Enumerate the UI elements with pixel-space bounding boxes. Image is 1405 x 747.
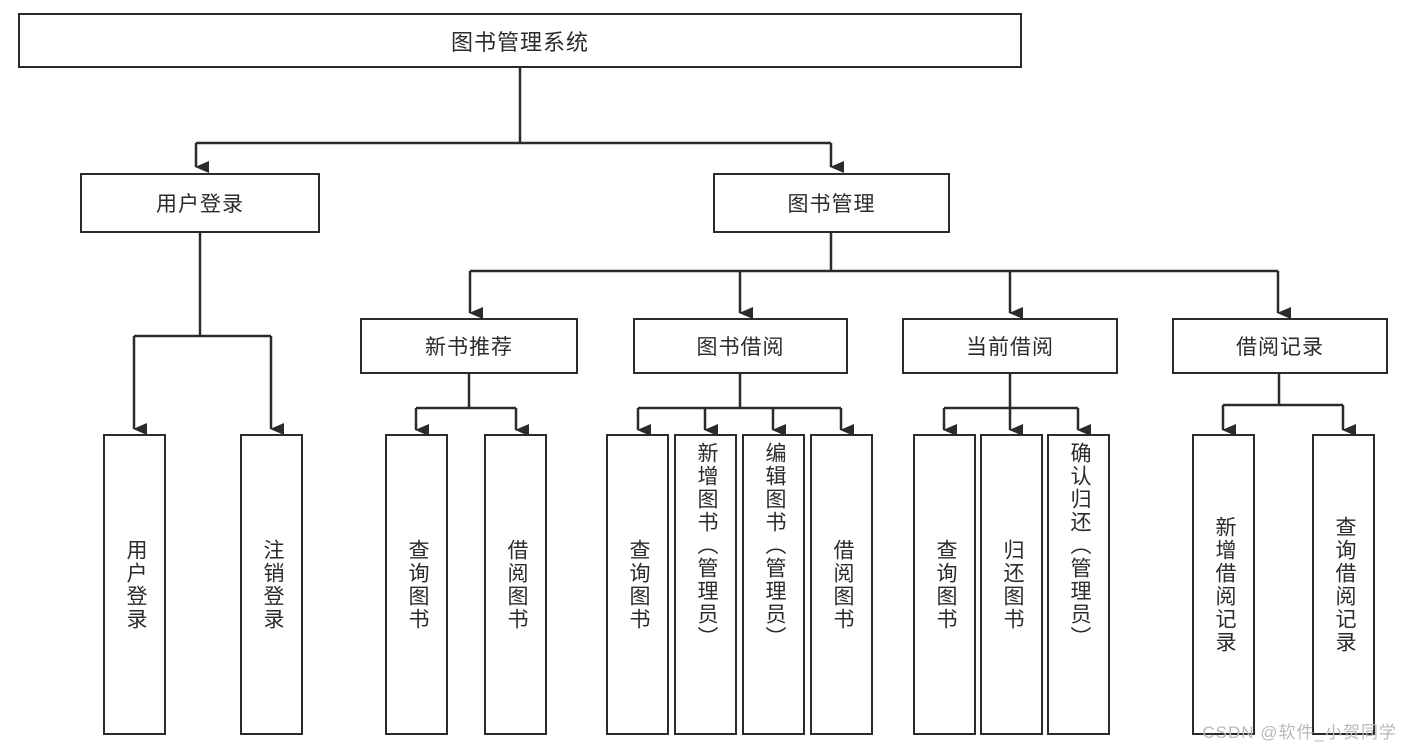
node-borrow-record-label: 借阅记录 xyxy=(1236,336,1324,359)
node-leaf-query-record-label: 查询借阅记录 xyxy=(1332,515,1356,654)
node-book-manage-label: 图书管理 xyxy=(787,193,876,216)
node-leaf-borrow-book-1-label: 借阅图书 xyxy=(504,538,528,631)
node-leaf-add-book-label: 新增图书（管理员） xyxy=(694,442,718,649)
node-leaf-logout[interactable]: 注销登录 xyxy=(240,434,303,735)
node-leaf-add-record[interactable]: 新增借阅记录 xyxy=(1192,434,1255,735)
node-leaf-add-book[interactable]: 新增图书（管理员） xyxy=(674,434,737,735)
node-current-borrow-label: 当前借阅 xyxy=(966,336,1054,359)
node-leaf-add-record-label: 新增借阅记录 xyxy=(1212,515,1236,654)
node-leaf-query-book-2-label: 查询图书 xyxy=(626,538,650,631)
node-leaf-query-book-3-label: 查询图书 xyxy=(933,538,957,631)
node-leaf-query-book-1-label: 查询图书 xyxy=(405,538,429,631)
node-user-login[interactable]: 用户登录 xyxy=(80,173,320,233)
node-book-borrow-label: 图书借阅 xyxy=(696,336,785,359)
node-user-login-label: 用户登录 xyxy=(156,193,244,216)
node-leaf-query-book-3[interactable]: 查询图书 xyxy=(913,434,976,735)
node-leaf-borrow-book-1[interactable]: 借阅图书 xyxy=(484,434,547,735)
node-current-borrow[interactable]: 当前借阅 xyxy=(902,318,1118,374)
node-root-label: 图书管理系统 xyxy=(450,29,589,55)
node-leaf-user-login-label: 用户登录 xyxy=(123,538,147,631)
node-leaf-logout-label: 注销登录 xyxy=(260,538,284,631)
watermark: CSDN @软件_小贺同学 xyxy=(1202,723,1397,742)
node-root[interactable]: 图书管理系统 xyxy=(18,13,1022,68)
node-new-book-recommend-label: 新书推荐 xyxy=(425,336,513,359)
node-new-book-recommend[interactable]: 新书推荐 xyxy=(360,318,578,374)
node-book-borrow[interactable]: 图书借阅 xyxy=(633,318,848,374)
node-leaf-edit-book[interactable]: 编辑图书（管理员） xyxy=(742,434,805,735)
node-leaf-query-book-1[interactable]: 查询图书 xyxy=(385,434,448,735)
node-book-manage[interactable]: 图书管理 xyxy=(713,173,950,233)
node-leaf-query-record[interactable]: 查询借阅记录 xyxy=(1312,434,1375,735)
node-leaf-edit-book-label: 编辑图书（管理员） xyxy=(762,442,786,649)
node-leaf-query-book-2[interactable]: 查询图书 xyxy=(606,434,669,735)
node-leaf-confirm-return[interactable]: 确认归还（管理员） xyxy=(1047,434,1110,735)
node-leaf-confirm-return-label: 确认归还（管理员） xyxy=(1067,442,1091,649)
node-leaf-borrow-book-2-label: 借阅图书 xyxy=(830,538,854,631)
node-borrow-record[interactable]: 借阅记录 xyxy=(1172,318,1388,374)
node-leaf-return-book-label: 归还图书 xyxy=(1000,538,1024,631)
node-leaf-borrow-book-2[interactable]: 借阅图书 xyxy=(810,434,873,735)
node-leaf-return-book[interactable]: 归还图书 xyxy=(980,434,1043,735)
node-leaf-user-login[interactable]: 用户登录 xyxy=(103,434,166,735)
